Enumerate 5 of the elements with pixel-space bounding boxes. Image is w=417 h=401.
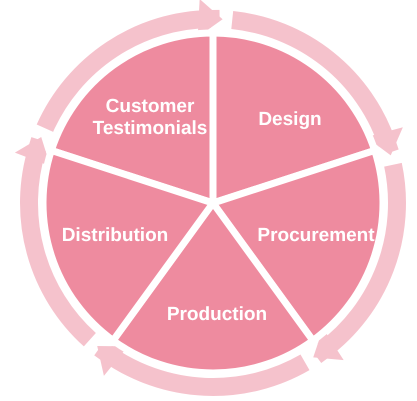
slice-label: Distribution	[62, 225, 168, 247]
slice-label: Design	[258, 109, 322, 131]
slice-label: Customer Testimonials	[92, 96, 208, 140]
slice-label: Procurement	[257, 225, 375, 247]
slice-label: Production	[166, 304, 268, 326]
